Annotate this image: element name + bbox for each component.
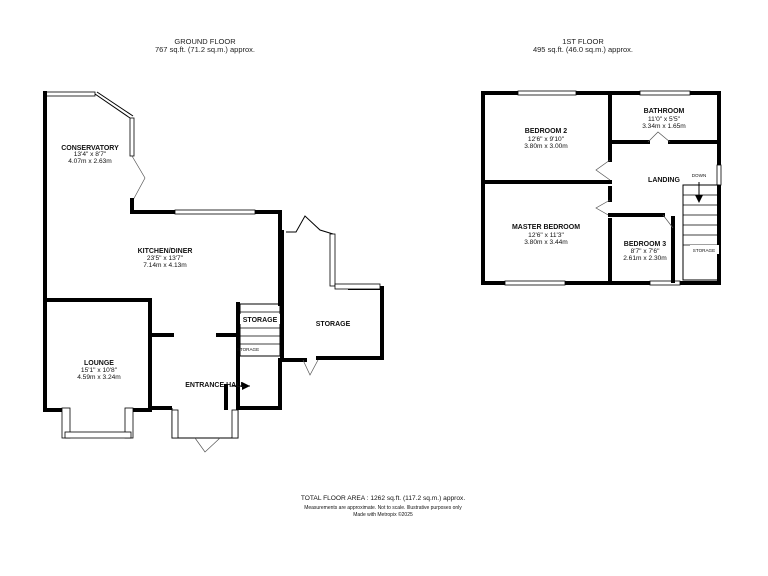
entrance-hall-name: ENTRANCE HALL [185, 382, 245, 389]
landing-name: LANDING [648, 177, 680, 184]
master-bedroom-name: MASTER BEDROOM [512, 224, 580, 231]
conservatory-metric: 4.07m x 2.63m [68, 158, 112, 165]
ground-floor-title: GROUND FLOOR [174, 37, 236, 46]
storage-large-name: STORAGE [316, 321, 351, 328]
lounge-imperial: 15'1" x 10'8" [81, 367, 118, 374]
storage-tiny-name: STORAGE [237, 347, 259, 352]
conservatory-imperial: 13'4" x 8'7" [74, 151, 107, 158]
kitchen-imperial: 23'5" x 13'7" [147, 255, 184, 262]
bedroom2-name: BEDROOM 2 [525, 128, 568, 135]
down-label: DOWN [692, 173, 707, 178]
conservatory-top-window [44, 91, 96, 97]
disclaimer: Measurements are approximate. Not to sca… [304, 505, 462, 511]
kitchen-name: KITCHEN/DINER [138, 248, 193, 255]
first-floor-storage-name: STORAGE [693, 248, 715, 253]
lounge-name: LOUNGE [84, 360, 114, 367]
first-floor-stairs [683, 194, 719, 246]
bathroom-metric: 3.34m x 1.65m [642, 123, 686, 130]
master-bedroom-metric: 3.80m x 3.44m [524, 239, 568, 246]
conservatory-side-window [129, 117, 135, 157]
first-floor-title: 1ST FLOOR [562, 37, 604, 46]
first-floor-area: 495 sq.ft. (46.0 sq.m.) approx. [533, 45, 633, 54]
bedroom3-metric: 2.61m x 2.30m [623, 255, 667, 262]
ground-floor-area: 767 sq.ft. (71.2 sq.m.) approx. [155, 45, 255, 54]
kitchen-metric: 7.14m x 4.13m [143, 262, 187, 269]
bedroom3-imperial: 8'7" x 7'6" [631, 248, 660, 255]
storage-side-window [329, 233, 336, 287]
total-floor-area: TOTAL FLOOR AREA : 1262 sq.ft. (117.2 sq… [301, 495, 465, 502]
first-floor-plan [481, 90, 722, 286]
conservatory-name: CONSERVATORY [61, 145, 119, 152]
credit: Made with Metropix ©2025 [353, 511, 413, 518]
ground-floor-plan [43, 91, 384, 453]
kitchen-window [174, 209, 256, 215]
lounge-bay-window [64, 431, 132, 439]
bedroom2-metric: 3.80m x 3.00m [524, 143, 568, 150]
storage-small-name: STORAGE [243, 317, 278, 324]
bathroom-name: BATHROOM [644, 108, 685, 115]
bathroom-imperial: 11'0" x 5'5" [648, 116, 681, 123]
lounge-metric: 4.59m x 3.24m [77, 374, 121, 381]
bedroom3-name: BEDROOM 3 [624, 241, 667, 248]
bedroom2-imperial: 12'6" x 9'10" [528, 136, 565, 143]
master-bedroom-imperial: 12'6" x 11'3" [528, 232, 564, 239]
first-floor-outline [481, 91, 721, 285]
